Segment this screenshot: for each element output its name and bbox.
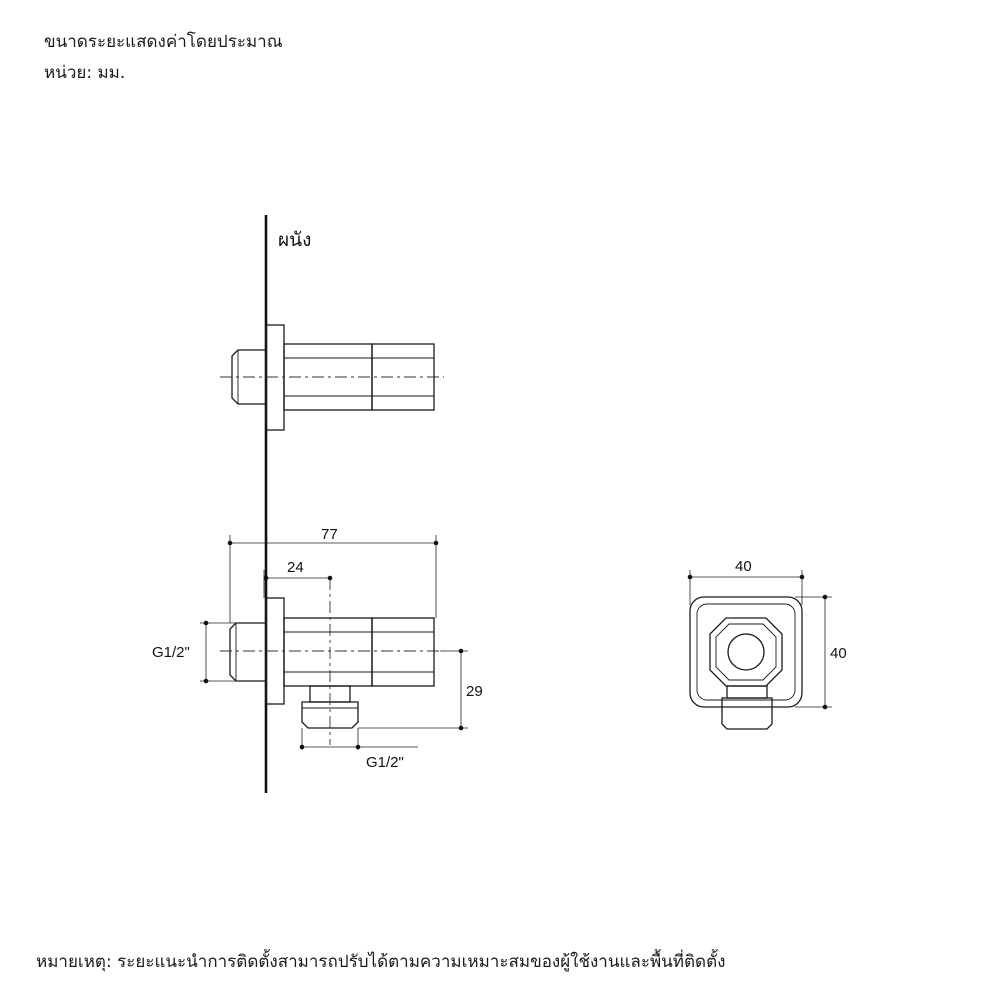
dimension-overall-length: 77 <box>227 526 439 623</box>
dimension-inlet-thread: G1/2" <box>152 620 236 684</box>
bottom-body <box>283 617 373 687</box>
dim-inlet-thread-label: G1/2" <box>152 644 190 661</box>
bottom-valve-head <box>371 617 435 687</box>
front-escutcheon <box>689 596 803 708</box>
bottom-side-view <box>220 578 444 745</box>
dimension-offset-length: 24 <box>263 559 333 598</box>
dimension-outlet-drop: 29 <box>358 648 483 731</box>
dim-front-height-label: 40 <box>830 645 847 662</box>
dim-29-label: 29 <box>466 683 483 700</box>
dim-24-label: 24 <box>287 559 304 576</box>
outlet-thread <box>301 701 359 729</box>
dim-outlet-thread-label: G1/2" <box>366 754 404 771</box>
front-bore <box>727 633 765 671</box>
dim-77-label: 77 <box>321 526 338 543</box>
dimension-front-height: 40 <box>795 594 847 710</box>
top-escutcheon <box>265 324 285 431</box>
dim-front-width-label: 40 <box>735 558 752 575</box>
footer-note: หมายเหตุ: ระยะแนะนำการติดตั้งสามารถปรับไ… <box>36 952 726 972</box>
top-side-view <box>220 324 444 431</box>
front-outlet <box>721 697 773 730</box>
header-approx-note: ขนาดระยะแสดงค่าโดยประมาณ <box>44 32 283 52</box>
dimension-front-width: 40 <box>687 558 805 605</box>
wall-label: ผนัง <box>278 229 311 251</box>
header-unit-note: หน่วย: มม. <box>44 63 126 83</box>
front-view <box>689 596 803 730</box>
front-hex-nut <box>709 617 783 687</box>
dimension-outlet-thread: G1/2" <box>299 728 418 771</box>
bottom-inlet-thread <box>229 622 267 682</box>
